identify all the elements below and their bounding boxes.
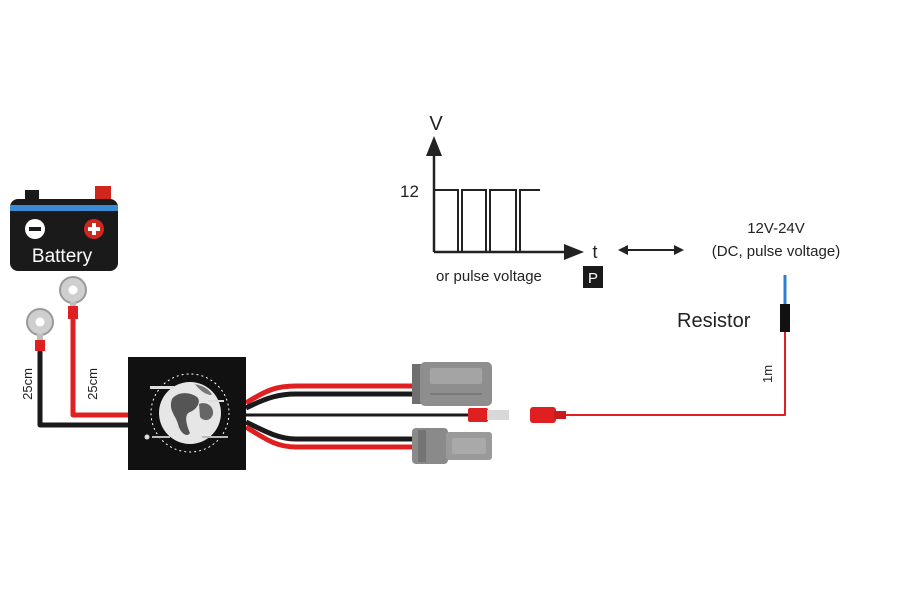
battery-band	[10, 205, 118, 211]
control-module	[128, 357, 246, 470]
y-axis-arrow-icon	[426, 136, 442, 156]
battery-terminal-positive	[95, 186, 111, 200]
x-axis-arrow-icon	[564, 244, 584, 260]
resistor-label: Resistor	[677, 310, 751, 332]
ring-terminal-negative	[26, 308, 54, 351]
module-logo-text	[150, 386, 174, 389]
negative-cable-length: 25cm	[20, 368, 35, 400]
battery: Battery	[10, 186, 118, 271]
ring-terminal-positive	[59, 276, 87, 319]
module-indicator-dot	[144, 434, 150, 440]
double-arrow-icon	[618, 245, 684, 255]
wire-lower-pair	[244, 419, 415, 450]
wire-upper-pair	[244, 383, 415, 411]
pulse-voltage-caption: or pulse voltage	[436, 268, 542, 285]
signal-cable-length: 1m	[760, 365, 775, 383]
wire-positive	[70, 319, 130, 418]
globe-ring	[150, 373, 230, 453]
pulse-signal	[434, 189, 540, 253]
minus-icon	[25, 219, 45, 239]
plus-icon	[84, 219, 104, 239]
module-model-text	[208, 400, 224, 402]
blade-connector-female	[530, 407, 566, 423]
input-voltage-range: 12V-24V	[747, 220, 805, 237]
connector-male-lower	[412, 428, 492, 464]
input-voltage-type: (DC, pulse voltage)	[712, 243, 840, 260]
pulse-badge	[583, 266, 603, 288]
waveform-graph: V t 12 or pulse voltage P	[400, 113, 603, 288]
wire-negative	[37, 351, 130, 428]
connector-female-upper	[412, 362, 492, 406]
blade-connector-male	[468, 408, 509, 422]
module-website-mark	[202, 436, 228, 438]
voltage-level-label: 12	[400, 182, 419, 201]
battery-body	[10, 199, 118, 271]
positive-cable-length: 25cm	[85, 368, 100, 400]
module-brand-mark	[152, 436, 170, 438]
resistor-body	[780, 304, 790, 332]
globe-icon	[159, 382, 221, 444]
wire-signal-input	[566, 330, 786, 416]
x-axis-label: t	[592, 242, 597, 262]
pulse-badge-label: P	[588, 270, 598, 287]
battery-label: Battery	[32, 246, 93, 267]
battery-terminal-negative	[25, 190, 39, 200]
y-axis-label: V	[429, 113, 443, 135]
